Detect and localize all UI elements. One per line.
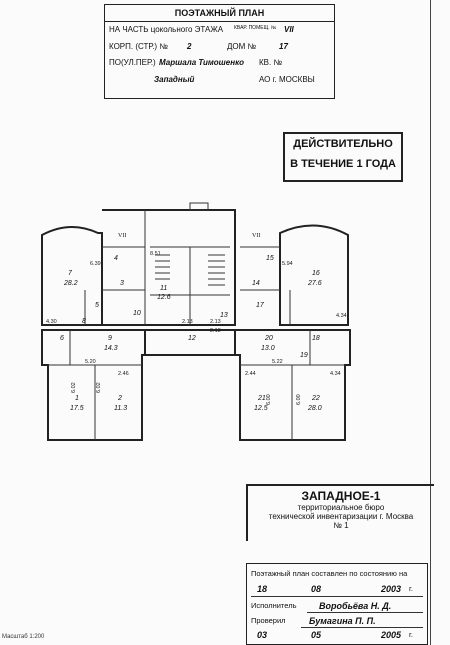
room-8-id: 8 <box>82 318 86 325</box>
room-22-area: 28.0 <box>307 405 322 412</box>
validity-stamp: ДЕЙСТВИТЕЛЬНО В ТЕЧЕНИЕ 1 ГОДА <box>283 132 403 182</box>
document-title: ПОЭТАЖНЫЙ ПЛАН <box>174 8 265 18</box>
room-13-id: 13 <box>220 312 228 319</box>
date1-month: 08 <box>311 584 322 594</box>
room-21-id: 21 <box>257 395 266 402</box>
date1-year: 2003 <box>381 584 402 594</box>
room-9-id: 9 <box>108 335 112 342</box>
room-19-id: 19 <box>300 352 308 359</box>
bureau-line-2: территориальное бюро <box>297 503 385 512</box>
dim-4: 4.34 <box>336 313 347 319</box>
dim-12: 2.18 <box>210 328 221 334</box>
premise-label: КВАР. ПОМЕЩ. № <box>234 25 277 31</box>
bureau-name: ЗАПАДНОЕ-1 <box>301 489 381 503</box>
dim-15: 6.00 <box>266 394 272 405</box>
section-right: VII <box>252 233 260 239</box>
dim-14: 6.02 <box>96 382 102 393</box>
room-2-id: 2 <box>117 395 122 402</box>
room-10-id: 10 <box>133 310 141 317</box>
room-11-area: 12.6 <box>157 294 171 301</box>
room-4-id: 4 <box>114 255 118 262</box>
dim-3: 4.30 <box>46 319 57 325</box>
dim-0: 6.39 <box>90 261 101 267</box>
floor-label: НА ЧАСТЬ цокольного ЭТАЖА <box>109 25 224 34</box>
dim-1: 5.94 <box>282 261 293 267</box>
room-16-area: 27.6 <box>307 280 322 287</box>
composed-label: Поэтажный план составлен по состоянию на <box>251 569 408 578</box>
room-12-id: 12 <box>188 335 196 342</box>
dim-13: 6.02 <box>71 382 77 393</box>
room-22-id: 22 <box>311 395 320 402</box>
stamp-line-1: ДЕЙСТВИТЕЛЬНО <box>293 138 393 150</box>
room-9-area: 14.3 <box>104 345 118 352</box>
dim-10: 2.13 <box>182 319 193 325</box>
status-block: Поэтажный план составлен по состоянию на… <box>246 563 428 645</box>
room-1-id: 1 <box>75 395 79 402</box>
dim-9: 4.34 <box>330 371 341 377</box>
dim-16: 6.00 <box>296 394 302 405</box>
section-left: VII <box>118 233 126 239</box>
year-suffix-1: г. <box>409 584 413 593</box>
dom-label: ДОМ № <box>227 42 257 51</box>
room-18-id: 18 <box>312 335 320 342</box>
dom-value: 17 <box>279 42 288 51</box>
room-21-area: 12.5 <box>254 405 268 412</box>
premise-value: VII <box>284 25 294 34</box>
kv-label: КВ. № <box>259 58 283 67</box>
korp-value: 2 <box>187 42 192 51</box>
room-16-id: 16 <box>312 270 320 277</box>
executor-label: Исполнитель <box>251 601 297 610</box>
room-1-area: 17.5 <box>70 405 84 412</box>
room-15-id: 15 <box>266 255 274 262</box>
checked-label: Проверил <box>251 616 286 625</box>
floor-plan-drawing: 7 28.2 16 27.6 11 12.6 9 14.3 20 13.0 1 … <box>41 202 351 441</box>
dim-5: 5.20 <box>85 359 96 365</box>
district-value: Западный <box>154 75 195 84</box>
title-block: ПОЭТАЖНЫЙ ПЛАН НА ЧАСТЬ цокольного ЭТАЖА… <box>104 4 335 99</box>
bureau-line-3: технической инвентаризации г. Москва <box>268 512 414 521</box>
room-17-id: 17 <box>256 302 265 309</box>
room-3-id: 3 <box>120 280 124 287</box>
scale-note: Масштаб 1:200 <box>2 634 45 640</box>
dim-7: 2.46 <box>118 371 129 377</box>
room-7-area: 28.2 <box>63 280 78 287</box>
korp-label: КОРП. (СТР.) № <box>109 42 168 51</box>
room-5-id: 5 <box>95 302 99 309</box>
bureau-block: ЗАПАДНОЕ-1 территориальное бюро техничес… <box>246 484 434 541</box>
checked-value: Бумагина П. П. <box>309 616 376 626</box>
room-14-id: 14 <box>252 280 260 287</box>
date2-month: 05 <box>311 630 322 640</box>
date2-day: 03 <box>257 630 268 640</box>
date2-year: 2005 <box>381 630 402 640</box>
page-edge-line <box>430 0 431 645</box>
bureau-number: № 1 <box>333 521 349 530</box>
room-2-area: 11.3 <box>114 405 127 412</box>
room-20-id: 20 <box>264 335 273 342</box>
stamp-line-2: В ТЕЧЕНИЕ 1 ГОДА <box>290 158 396 170</box>
room-11-id: 11 <box>160 285 167 292</box>
dim-6: 5.22 <box>272 359 283 365</box>
executor-value: Воробьёва Н. Д. <box>319 601 392 611</box>
room-6-id: 6 <box>60 335 64 342</box>
dim-11: 2.13 <box>210 319 221 325</box>
date1-day: 18 <box>257 584 268 594</box>
room-20-area: 13.0 <box>261 345 275 352</box>
year-suffix-2: г. <box>409 630 413 639</box>
street-label: ПО(УЛ.ПЕР.) <box>109 58 156 67</box>
dim-2: 8.51 <box>150 251 161 257</box>
district-label: АО г. МОСКВЫ <box>259 75 315 84</box>
room-7-id: 7 <box>68 270 73 277</box>
dim-8: 2.44 <box>245 371 256 377</box>
street-value: Маршала Тимошенко <box>159 58 245 67</box>
